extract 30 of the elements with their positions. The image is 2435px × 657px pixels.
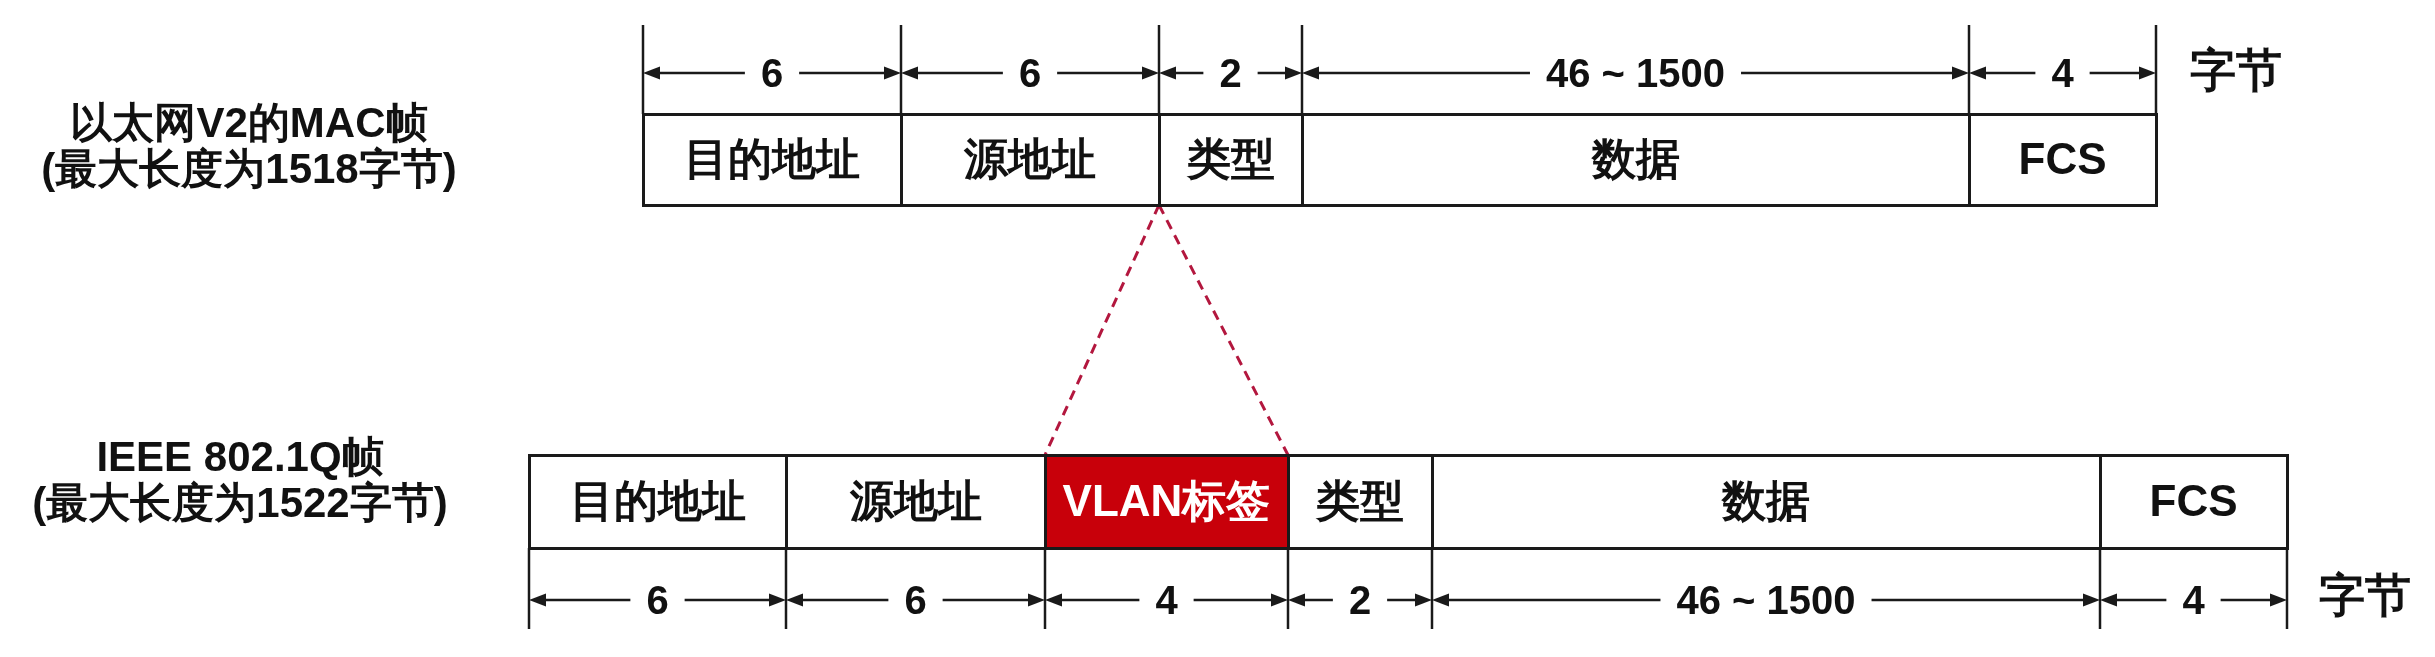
byte-count: 4 <box>1155 579 1178 621</box>
byte-count: 2 <box>1219 52 1242 94</box>
field-name: FCS <box>2149 477 2238 526</box>
byte-count: 6 <box>646 579 669 621</box>
frame-title: (最大长度为1522字节) <box>32 480 448 526</box>
byte-count: 46 ~ 1500 <box>1545 52 1726 94</box>
byte-count: 6 <box>1018 52 1042 94</box>
frame-title: 以太网V2的MAC帧 <box>70 100 428 146</box>
frame-field <box>527 453 788 550</box>
unit-label: 字节 <box>2319 570 2411 620</box>
byte-count: 6 <box>760 52 784 94</box>
field-name: 源地址 <box>849 477 982 526</box>
field-name: 目的地址 <box>684 135 860 184</box>
byte-count: 6 <box>904 579 927 621</box>
field-name: 数据 <box>1591 135 1680 184</box>
frame-title: (最大长度为1518字节) <box>41 146 457 192</box>
frame-title: IEEE 802.1Q帧 <box>96 434 384 480</box>
tag-name: VLAN标签 <box>1062 477 1271 526</box>
unit-label: 字节 <box>2190 45 2282 95</box>
field-name: FCS <box>2018 135 2107 184</box>
byte-count: 4 <box>2182 579 2205 621</box>
field-name: 目的地址 <box>569 477 746 526</box>
field-name: 数据 <box>1722 477 1810 526</box>
frame-field <box>641 112 903 207</box>
byte-count: 46 ~ 1500 <box>1676 579 1856 621</box>
byte-count: 4 <box>2051 52 2074 94</box>
byte-count: 2 <box>1348 579 1372 621</box>
field-name: 类型 <box>1316 477 1404 526</box>
field-name: 源地址 <box>964 135 1096 184</box>
field-name: 类型 <box>1186 135 1275 184</box>
